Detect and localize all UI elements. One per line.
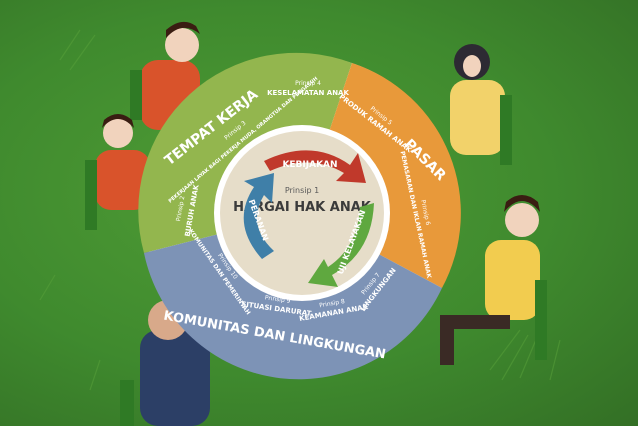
principle-1-text: HARGAI HAK ANAK bbox=[233, 200, 372, 215]
grass-texture bbox=[39, 29, 561, 391]
svg-text:Prinsip 9: Prinsip 9 bbox=[264, 294, 291, 305]
person-man-yellow-sweater bbox=[440, 195, 547, 365]
svg-text:Prinsip 8: Prinsip 8 bbox=[319, 298, 346, 309]
arrow-policy-label: KEBIJAKAN bbox=[282, 160, 337, 170]
person-woman-hijab bbox=[450, 44, 512, 165]
principle-4: Prinsip 4 KESELAMATAN ANAK bbox=[267, 80, 349, 97]
arrow-policy: KEBIJAKAN bbox=[264, 150, 366, 183]
people-illustrations bbox=[85, 21, 547, 426]
person-girl-red-dress bbox=[85, 114, 150, 230]
svg-text:Prinsip 2: Prinsip 2 bbox=[175, 195, 186, 222]
wheel: Prinsip 1 HARGAI HAK ANAK KEBIJAKAN UJI … bbox=[138, 52, 461, 380]
svg-text:KESELAMATAN ANAK: KESELAMATAN ANAK bbox=[267, 89, 349, 97]
svg-text:Prinsip 4: Prinsip 4 bbox=[295, 80, 321, 87]
principle-1-label: Prinsip 1 bbox=[285, 186, 319, 195]
